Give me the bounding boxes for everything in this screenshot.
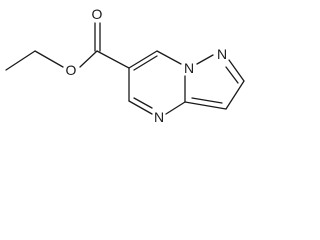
bond-methylene-ester-oxygen	[34, 50, 64, 68]
carbonyl-oxygen-label: O	[92, 6, 103, 22]
bond-c3-c3a	[184, 101, 227, 110]
bond-c5-n4-inner	[133, 97, 153, 109]
bond-n8-n1	[196, 54, 214, 65]
bond-c2-c3	[225, 80, 245, 110]
bond-c6-c7-inner	[133, 55, 158, 71]
bond-c6-c7	[128, 50, 158, 69]
bond-n1-c2	[228, 59, 245, 82]
bridgehead-nitrogen-label: N	[184, 60, 194, 76]
bonds	[5, 22, 245, 115]
chemical-structure: O O N N N	[5, 6, 245, 125]
bond-c5-n4	[128, 100, 153, 115]
bond-methyl-methylene	[5, 50, 36, 71]
ester-oxygen-label: O	[66, 62, 77, 78]
atom-labels: O O N N N	[66, 6, 228, 125]
bond-n4-c3a	[165, 101, 186, 115]
pyrimidine-nitrogen-label: N	[154, 109, 164, 125]
pyrazole-nitrogen-label: N	[217, 46, 227, 62]
bond-c3-c3a-inner	[191, 97, 223, 104]
bond-ester-oxygen-carbonyl-carbon	[79, 50, 98, 68]
bond-n1-c2-inner	[225, 66, 239, 84]
bond-carbonyl-ring	[96, 50, 130, 69]
bond-c7-n8	[156, 50, 182, 65]
